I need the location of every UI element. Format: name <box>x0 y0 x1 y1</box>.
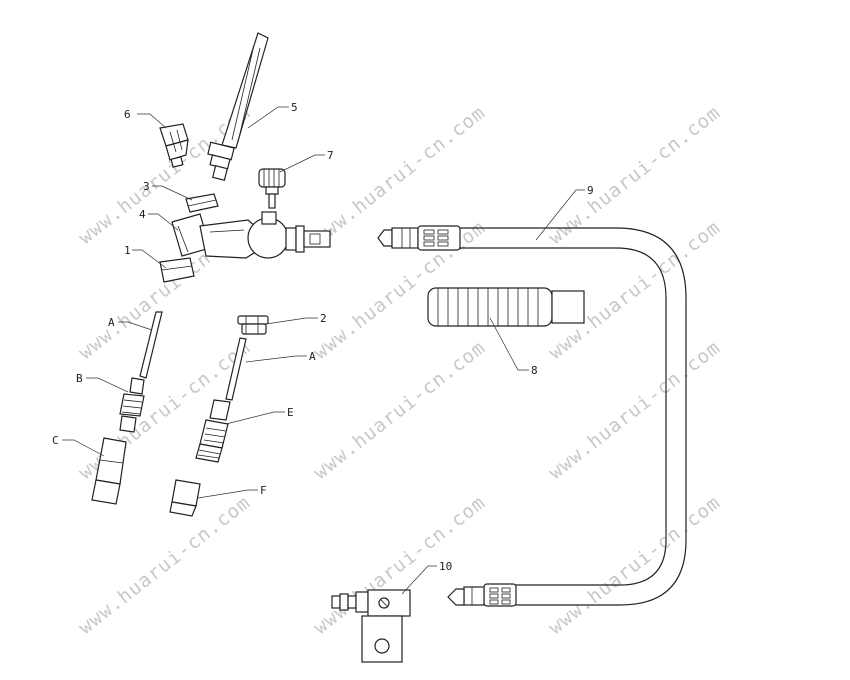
label-part-6: 6 <box>124 108 131 121</box>
label-part-F: F <box>260 484 267 497</box>
part-E-gas-lens <box>195 399 231 463</box>
label-part-4: 4 <box>139 208 146 221</box>
watermark: www.huarui-cn.com <box>310 336 490 484</box>
label-part-5: 5 <box>291 101 298 114</box>
label-part-A-right: A <box>309 350 316 363</box>
label-part-B: B <box>76 372 83 385</box>
part-B-collet-body <box>119 377 145 433</box>
part-9-cable <box>377 225 687 607</box>
part-5-back-cap <box>207 32 269 182</box>
part-2-ring <box>237 315 269 335</box>
label-part-A-left: A <box>108 316 115 329</box>
label-part-7: 7 <box>327 149 334 162</box>
part-7-knob <box>258 168 286 209</box>
part-8-sleeve <box>427 287 585 327</box>
label-part-E: E <box>287 406 294 419</box>
label-part-2: 2 <box>320 312 327 325</box>
part-A-electrode-left <box>139 311 163 379</box>
part-1-ring <box>159 257 195 283</box>
label-part-10: 10 <box>439 560 452 573</box>
part-3-ring <box>185 193 219 213</box>
part-labels: 6 5 7 3 4 1 2 A A B E C F 9 8 10 <box>52 101 594 573</box>
watermark-layer: www.huarui-cn.com www.huarui-cn.com www.… <box>75 101 725 639</box>
watermark: www.huarui-cn.com <box>75 491 255 639</box>
label-part-C: C <box>52 434 59 447</box>
label-part-3: 3 <box>143 180 150 193</box>
label-part-8: 8 <box>531 364 538 377</box>
part-6-small-cap <box>159 123 189 168</box>
label-part-9: 9 <box>587 184 594 197</box>
label-part-1: 1 <box>124 244 131 257</box>
part-C-nozzle <box>91 437 127 505</box>
watermark: www.huarui-cn.com <box>545 491 725 639</box>
part-A-electrode-right <box>225 337 247 401</box>
leader-lines <box>62 106 585 595</box>
part-10-connector <box>331 589 411 663</box>
watermark: www.huarui-cn.com <box>545 336 725 484</box>
part-F-cup <box>169 479 201 517</box>
part-4-torch-head <box>171 211 331 259</box>
watermark: www.huarui-cn.com <box>545 216 725 364</box>
